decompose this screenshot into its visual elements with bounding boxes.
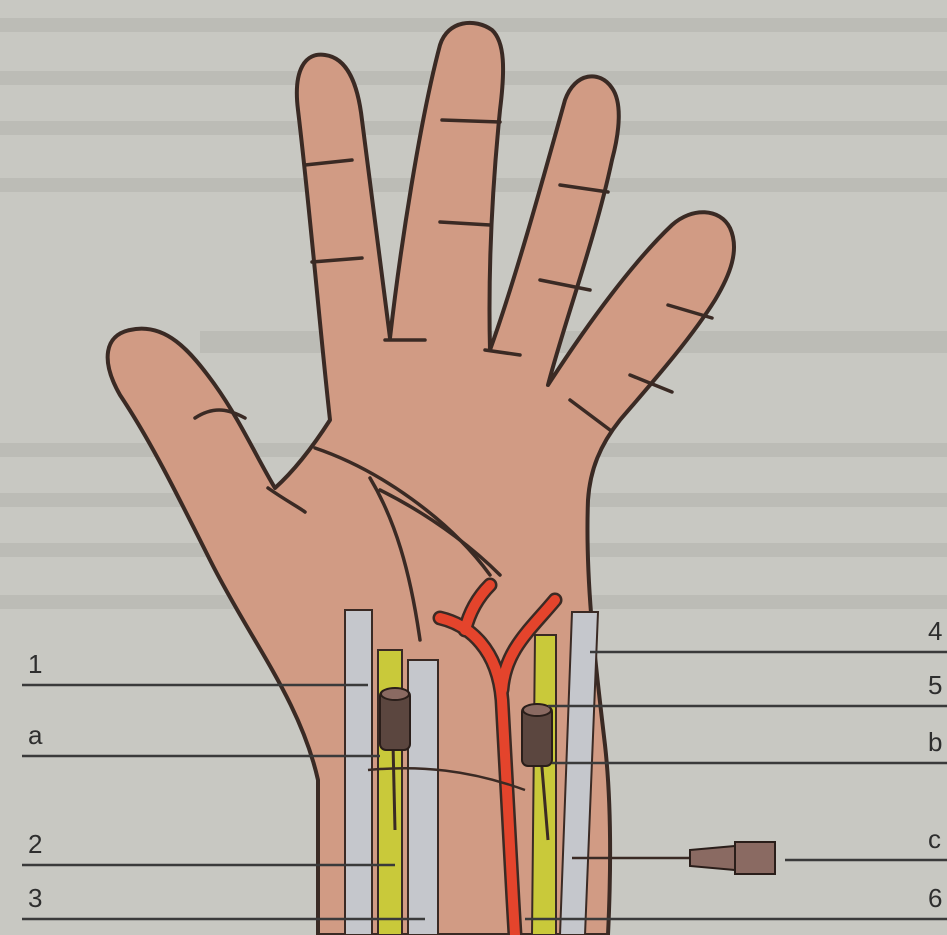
label-2: 2 [28,829,42,859]
label-c: c [928,824,941,854]
label-4: 4 [928,616,942,646]
label-5: 5 [928,670,942,700]
label-a: a [28,720,43,750]
label-3: 3 [28,883,42,913]
needle-hub-right [522,704,552,766]
label-1: 1 [28,649,42,679]
label-b: b [928,727,942,757]
needle-hub-left [380,688,410,750]
label-6: 6 [928,883,942,913]
